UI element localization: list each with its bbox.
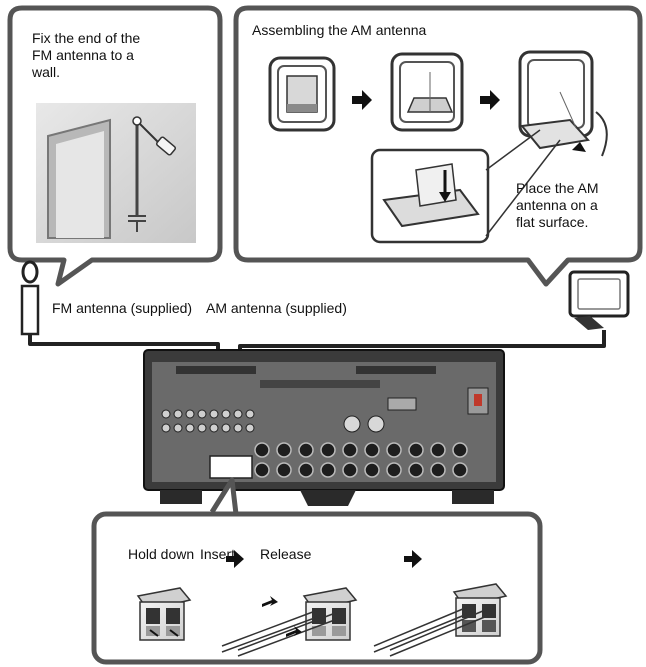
rca-jack bbox=[185, 409, 195, 419]
speaker-terminal-hold-down bbox=[136, 587, 192, 641]
speaker-jack bbox=[342, 442, 358, 458]
speaker-jack bbox=[430, 442, 446, 458]
speaker-jack bbox=[364, 462, 380, 478]
am-assembly-title: Assembling the AM antenna bbox=[252, 22, 427, 38]
rca-jack bbox=[221, 423, 231, 433]
speaker-jack bbox=[408, 442, 424, 458]
speaker-terminal-release bbox=[373, 583, 508, 657]
speaker-jack bbox=[254, 442, 270, 458]
am-antenna-folded bbox=[268, 56, 336, 132]
wall-illustration bbox=[36, 103, 196, 243]
speaker-jack bbox=[364, 442, 380, 458]
pushpin-icon bbox=[132, 116, 177, 156]
speaker-jack bbox=[254, 462, 270, 478]
speaker-jack bbox=[430, 462, 446, 478]
rca-jack bbox=[161, 423, 171, 433]
am-antenna-assembled bbox=[518, 50, 608, 157]
receiver-jack-grid bbox=[161, 409, 468, 478]
rca-jack bbox=[173, 409, 183, 419]
speaker-jack bbox=[342, 462, 358, 478]
speaker-jack bbox=[452, 462, 468, 478]
speaker-jack bbox=[452, 442, 468, 458]
speaker-jack bbox=[298, 462, 314, 478]
xlr-jack bbox=[367, 415, 385, 433]
rca-jack bbox=[209, 423, 219, 433]
arrow-right-icon bbox=[352, 90, 372, 110]
terminal-callout-box bbox=[91, 511, 543, 665]
am-placement-note: Place the AM antenna on a flat surface. bbox=[516, 180, 599, 230]
speaker-jack bbox=[276, 462, 292, 478]
step-hold-down-label: Hold down bbox=[128, 546, 195, 562]
rca-jack bbox=[209, 409, 219, 419]
speaker-terminal-insert bbox=[221, 587, 358, 657]
fm-antenna-label: FM antenna (supplied) bbox=[52, 300, 193, 316]
am-antenna-icon bbox=[568, 270, 630, 330]
speaker-jack bbox=[276, 442, 292, 458]
rca-jack bbox=[197, 409, 207, 419]
am-callout-bubble bbox=[233, 5, 643, 287]
am-antenna-label: AM antenna (supplied) bbox=[206, 300, 347, 316]
xlr-jack bbox=[343, 415, 361, 433]
rca-jack bbox=[197, 423, 207, 433]
rca-jack bbox=[161, 409, 171, 419]
speaker-jack bbox=[408, 462, 424, 478]
rca-jack bbox=[245, 423, 255, 433]
fm-antenna-plug bbox=[20, 260, 40, 336]
rca-jack bbox=[185, 423, 195, 433]
rca-jack bbox=[233, 409, 243, 419]
terminal-callout-pointer bbox=[209, 477, 239, 515]
arrow-right-icon bbox=[404, 550, 422, 568]
am-antenna-opening bbox=[390, 52, 464, 132]
rca-jack bbox=[173, 423, 183, 433]
speaker-jack bbox=[386, 442, 402, 458]
arrow-right-icon bbox=[226, 550, 244, 568]
rca-jack bbox=[245, 409, 255, 419]
rotate-arrow-icon bbox=[572, 142, 586, 152]
arrow-right-icon bbox=[480, 90, 500, 110]
rca-jack bbox=[233, 423, 243, 433]
speaker-jack bbox=[298, 442, 314, 458]
rca-jack bbox=[221, 409, 231, 419]
antenna-base-inset bbox=[370, 129, 561, 244]
speaker-jack bbox=[320, 442, 336, 458]
step-release-label: Release bbox=[260, 546, 312, 562]
speaker-jack bbox=[320, 462, 336, 478]
step-insert-label: Insert bbox=[200, 546, 236, 562]
fm-antenna-instruction: Fix the end of the FM antenna to a wall. bbox=[32, 30, 141, 80]
speaker-jack bbox=[386, 462, 402, 478]
